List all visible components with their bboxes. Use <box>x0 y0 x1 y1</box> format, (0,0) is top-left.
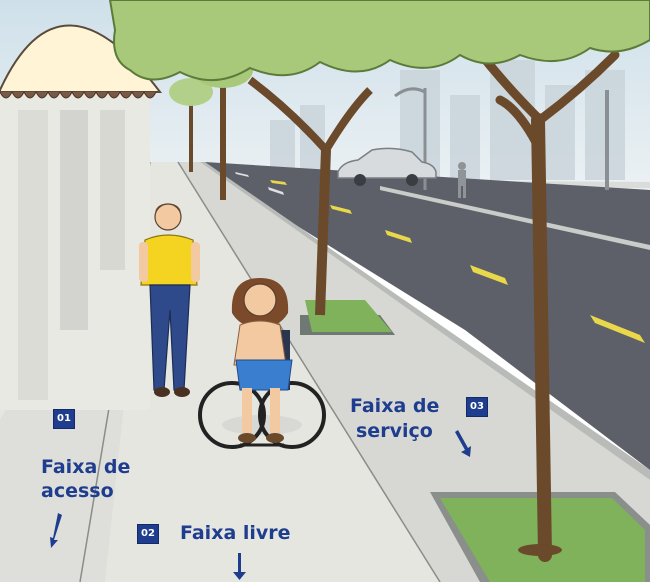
road-center-dashes <box>235 172 284 195</box>
zone3-label-line2: serviço <box>356 420 433 442</box>
arrow-icon-zone1 <box>50 513 62 548</box>
zone1-label-line1: Faixa de <box>41 456 131 478</box>
zone3-label-line1: Faixa de <box>350 395 440 417</box>
divider-free-service <box>177 161 441 582</box>
zone1-label-line2: acesso <box>41 480 114 502</box>
wheelchair-user <box>198 278 326 449</box>
service-strip <box>178 162 650 582</box>
zone1-number-badge: 01 <box>53 409 75 429</box>
zone2-number-badge: 02 <box>137 524 159 544</box>
storefront <box>0 24 163 410</box>
street-lamp-2 <box>605 90 609 190</box>
arrow-icon-zone3 <box>455 430 471 457</box>
road-far-edge <box>380 186 650 250</box>
distant-pedestrian <box>458 162 466 198</box>
tree-canopy <box>108 0 650 82</box>
zone3-number-badge: 03 <box>466 397 488 417</box>
zone2-label: Faixa livre <box>180 522 291 544</box>
road-lane-markings <box>270 180 645 343</box>
tree-middle <box>247 76 395 335</box>
arrow-icon-zone2 <box>233 553 246 580</box>
walking-man <box>139 203 200 397</box>
car <box>337 147 437 186</box>
